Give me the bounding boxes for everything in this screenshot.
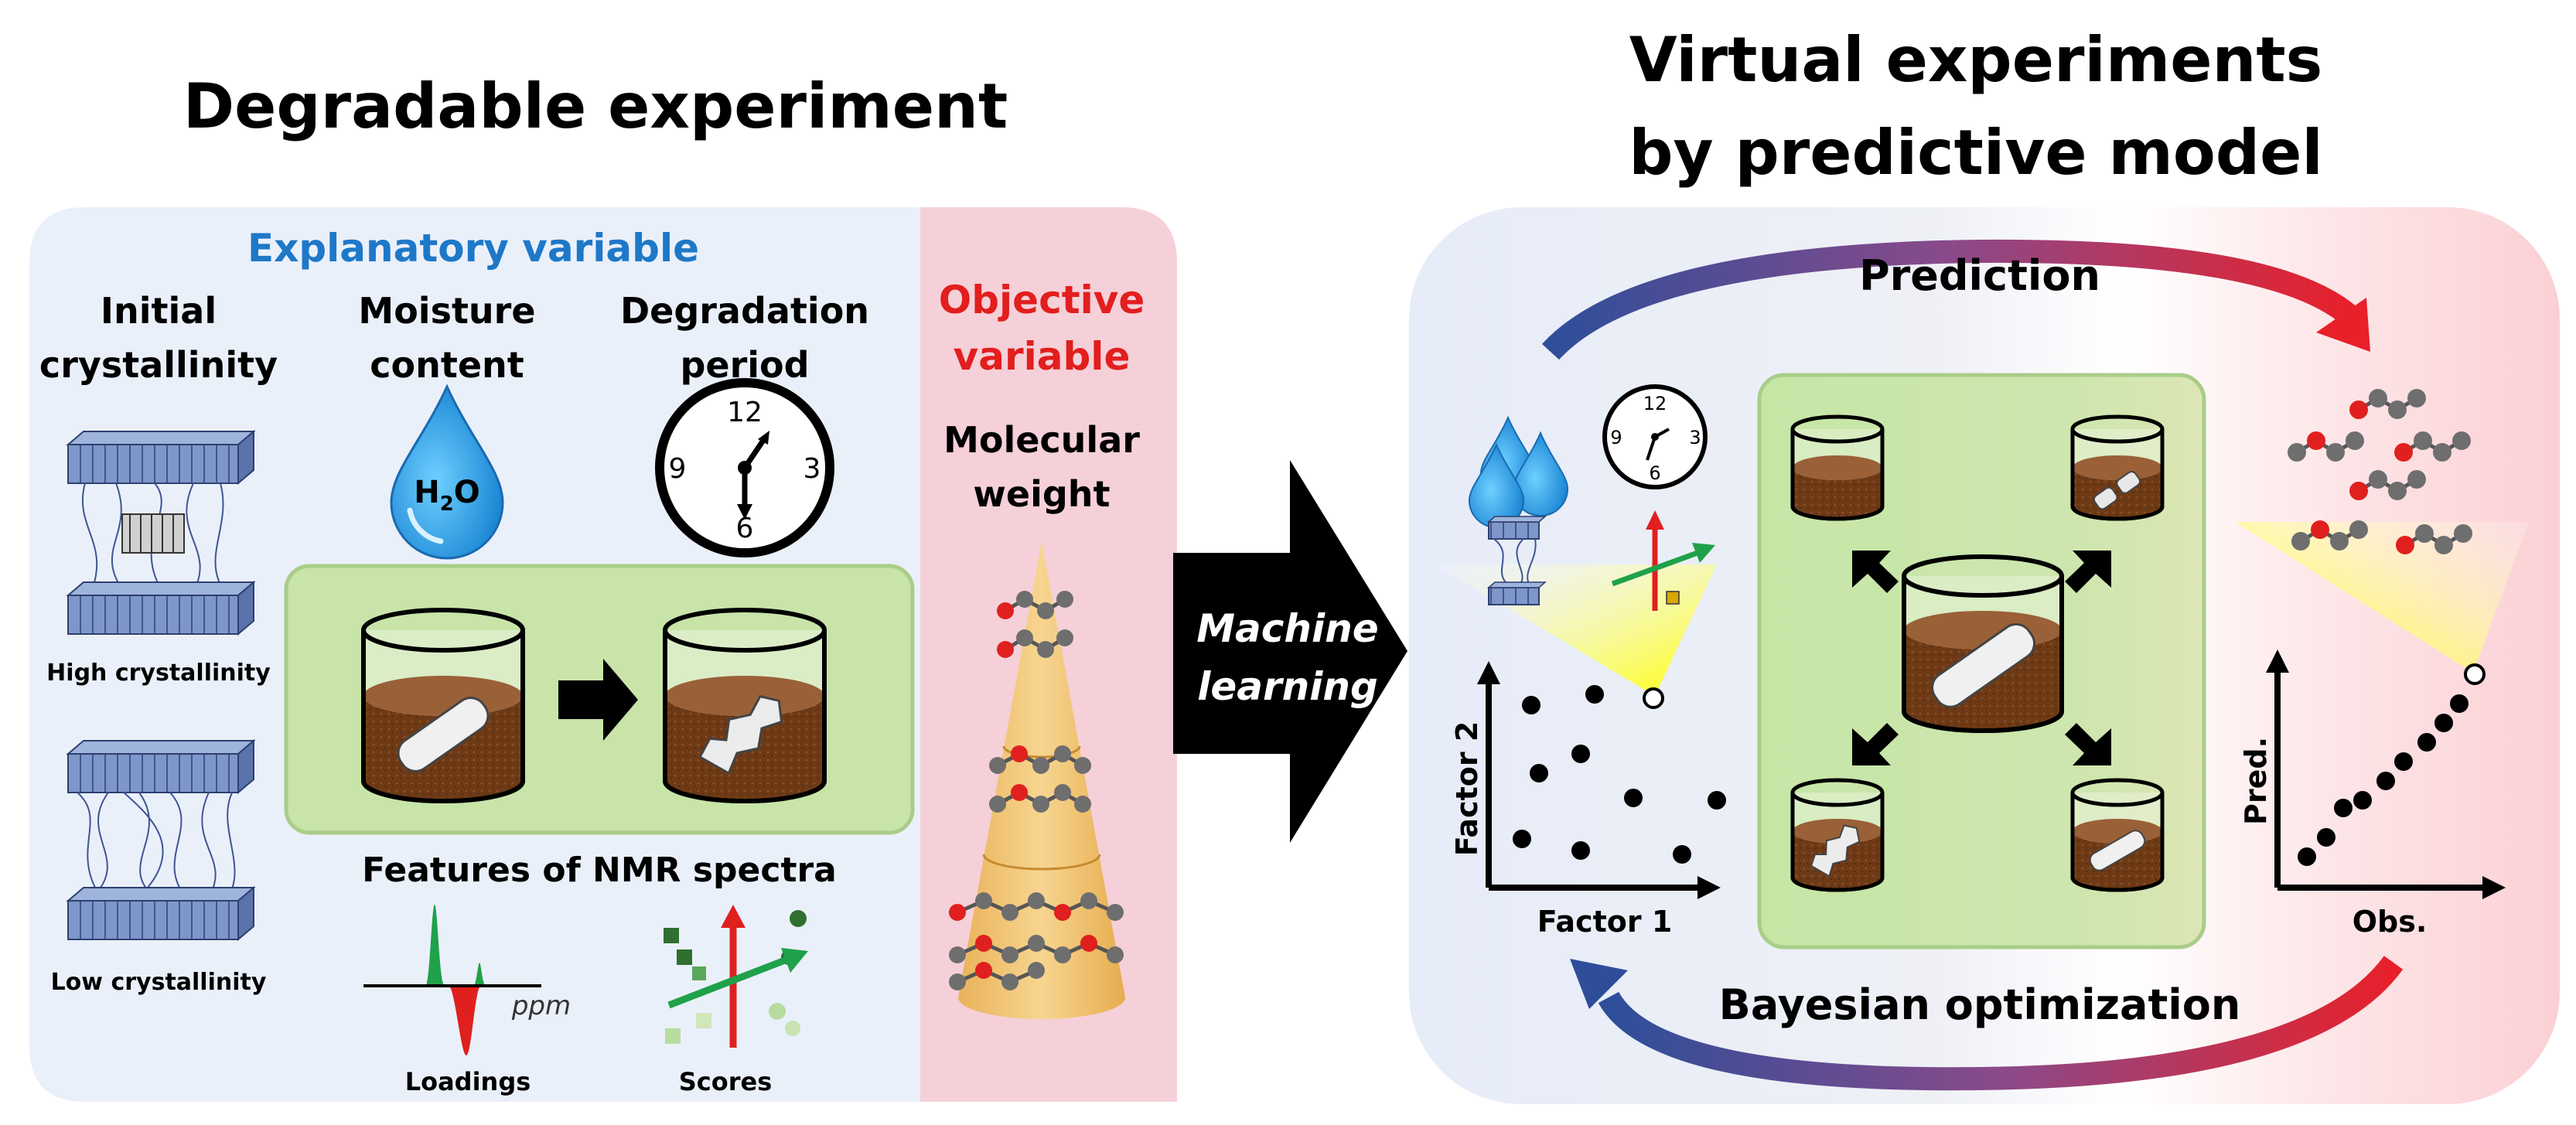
machine-learning-arrow — [1173, 460, 1407, 843]
prediction-label: Prediction — [1859, 251, 2100, 300]
crystal-structure-icon-small — [1487, 516, 1547, 605]
pred-label: Pred. — [2239, 737, 2273, 825]
small-clock-number-12: 12 — [1643, 393, 1667, 414]
scores-label: Scores — [679, 1067, 773, 1096]
arrow-up-left-icon — [1852, 551, 1899, 593]
spotlight-right — [2235, 522, 2529, 673]
beaker-icon-after — [663, 608, 827, 803]
water-formula: H2O — [414, 475, 480, 516]
clock-icon-small: 12 3 6 9 — [1602, 384, 1708, 489]
low-crystallinity-label: Low crystallinity — [51, 969, 267, 996]
moisture-content-line1: Moisture — [358, 290, 535, 332]
scatter-plot-icon — [1477, 661, 1726, 899]
high-crystallinity-label: High crystallinity — [46, 660, 271, 687]
beaker-icon-top-left — [1790, 414, 1885, 521]
arrow-down-right-icon — [2065, 723, 2111, 765]
molecular-weight-line1: Molecular — [943, 419, 1140, 461]
bayesian-optimization-arrow — [1598, 956, 2404, 1091]
scores-plot-icon — [664, 905, 808, 1048]
beaker-icon-bottom-left — [1790, 778, 1885, 892]
obs-label: Obs. — [2353, 905, 2428, 939]
right-title-line1: Virtual experiments — [1629, 24, 2323, 96]
parity-plot-icon — [2266, 649, 2506, 899]
left-section: Degradable experiment Explanatory variab… — [29, 70, 1177, 1102]
clock-number-12: 12 — [727, 397, 763, 428]
factor-1-label: Factor 1 — [1537, 905, 1673, 939]
crystal-structure-icon-high — [66, 429, 256, 636]
small-clock-number-3: 3 — [1689, 427, 1701, 448]
water-drop-icon: H2O — [390, 384, 504, 560]
beaker-icon-before — [361, 608, 525, 803]
clock-number-6: 6 — [736, 513, 754, 544]
beaker-icon-top-right — [2070, 414, 2165, 521]
crystal-structure-icon-low — [66, 738, 256, 942]
objective-variable-line2: variable — [954, 334, 1131, 379]
machine-learning-line1: Machine — [1196, 606, 1378, 651]
bayesian-optimization-label: Bayesian optimization — [1719, 980, 2241, 1029]
left-title: Degradable experiment — [183, 70, 1008, 142]
initial-crystallinity-line1: Initial — [101, 290, 217, 332]
molecule-chain-icon-cone — [949, 591, 1124, 990]
center-section: Machine learning — [1173, 460, 1407, 843]
machine-learning-line2: learning — [1197, 664, 1378, 709]
objective-variable-line1: Objective — [939, 278, 1145, 322]
nmr-features-title: Features of NMR spectra — [362, 851, 837, 890]
degradation-period-line1: Degradation — [620, 290, 869, 332]
scores-plot-icon-small — [1611, 510, 1715, 611]
beaker-icon-bottom-right — [2070, 778, 2165, 892]
small-clock-number-6: 6 — [1649, 462, 1660, 484]
beaker-icon-center — [1902, 554, 2064, 733]
molecule-chain-icon-right — [2288, 389, 2472, 554]
initial-crystallinity-line2: crystallinity — [39, 344, 278, 386]
right-title-line2: by predictive model — [1629, 117, 2323, 189]
moisture-content-line2: content — [370, 344, 524, 386]
clock-number-9: 9 — [669, 453, 687, 485]
clock-number-3: 3 — [804, 453, 821, 485]
arrow-down-left-icon — [1852, 723, 1899, 765]
right-section: Virtual experiments by predictive model … — [1409, 24, 2560, 1104]
clock-icon: 12 3 6 9 — [655, 378, 834, 557]
water-drop-icon-small — [1468, 415, 1569, 528]
prediction-arrow — [1541, 239, 2359, 360]
arrow-up-right-icon — [2065, 551, 2111, 593]
small-clock-number-9: 9 — [1610, 427, 1622, 448]
loadings-spectrum-icon: ppm — [363, 905, 571, 1055]
factor-2-label: Factor 2 — [1450, 721, 1484, 857]
ppm-label: ppm — [511, 990, 571, 1021]
molecular-weight-line2: weight — [973, 473, 1110, 515]
process-arrow-icon — [558, 659, 638, 741]
loadings-label: Loadings — [405, 1067, 531, 1096]
explanatory-variable-label: Explanatory variable — [247, 226, 699, 271]
